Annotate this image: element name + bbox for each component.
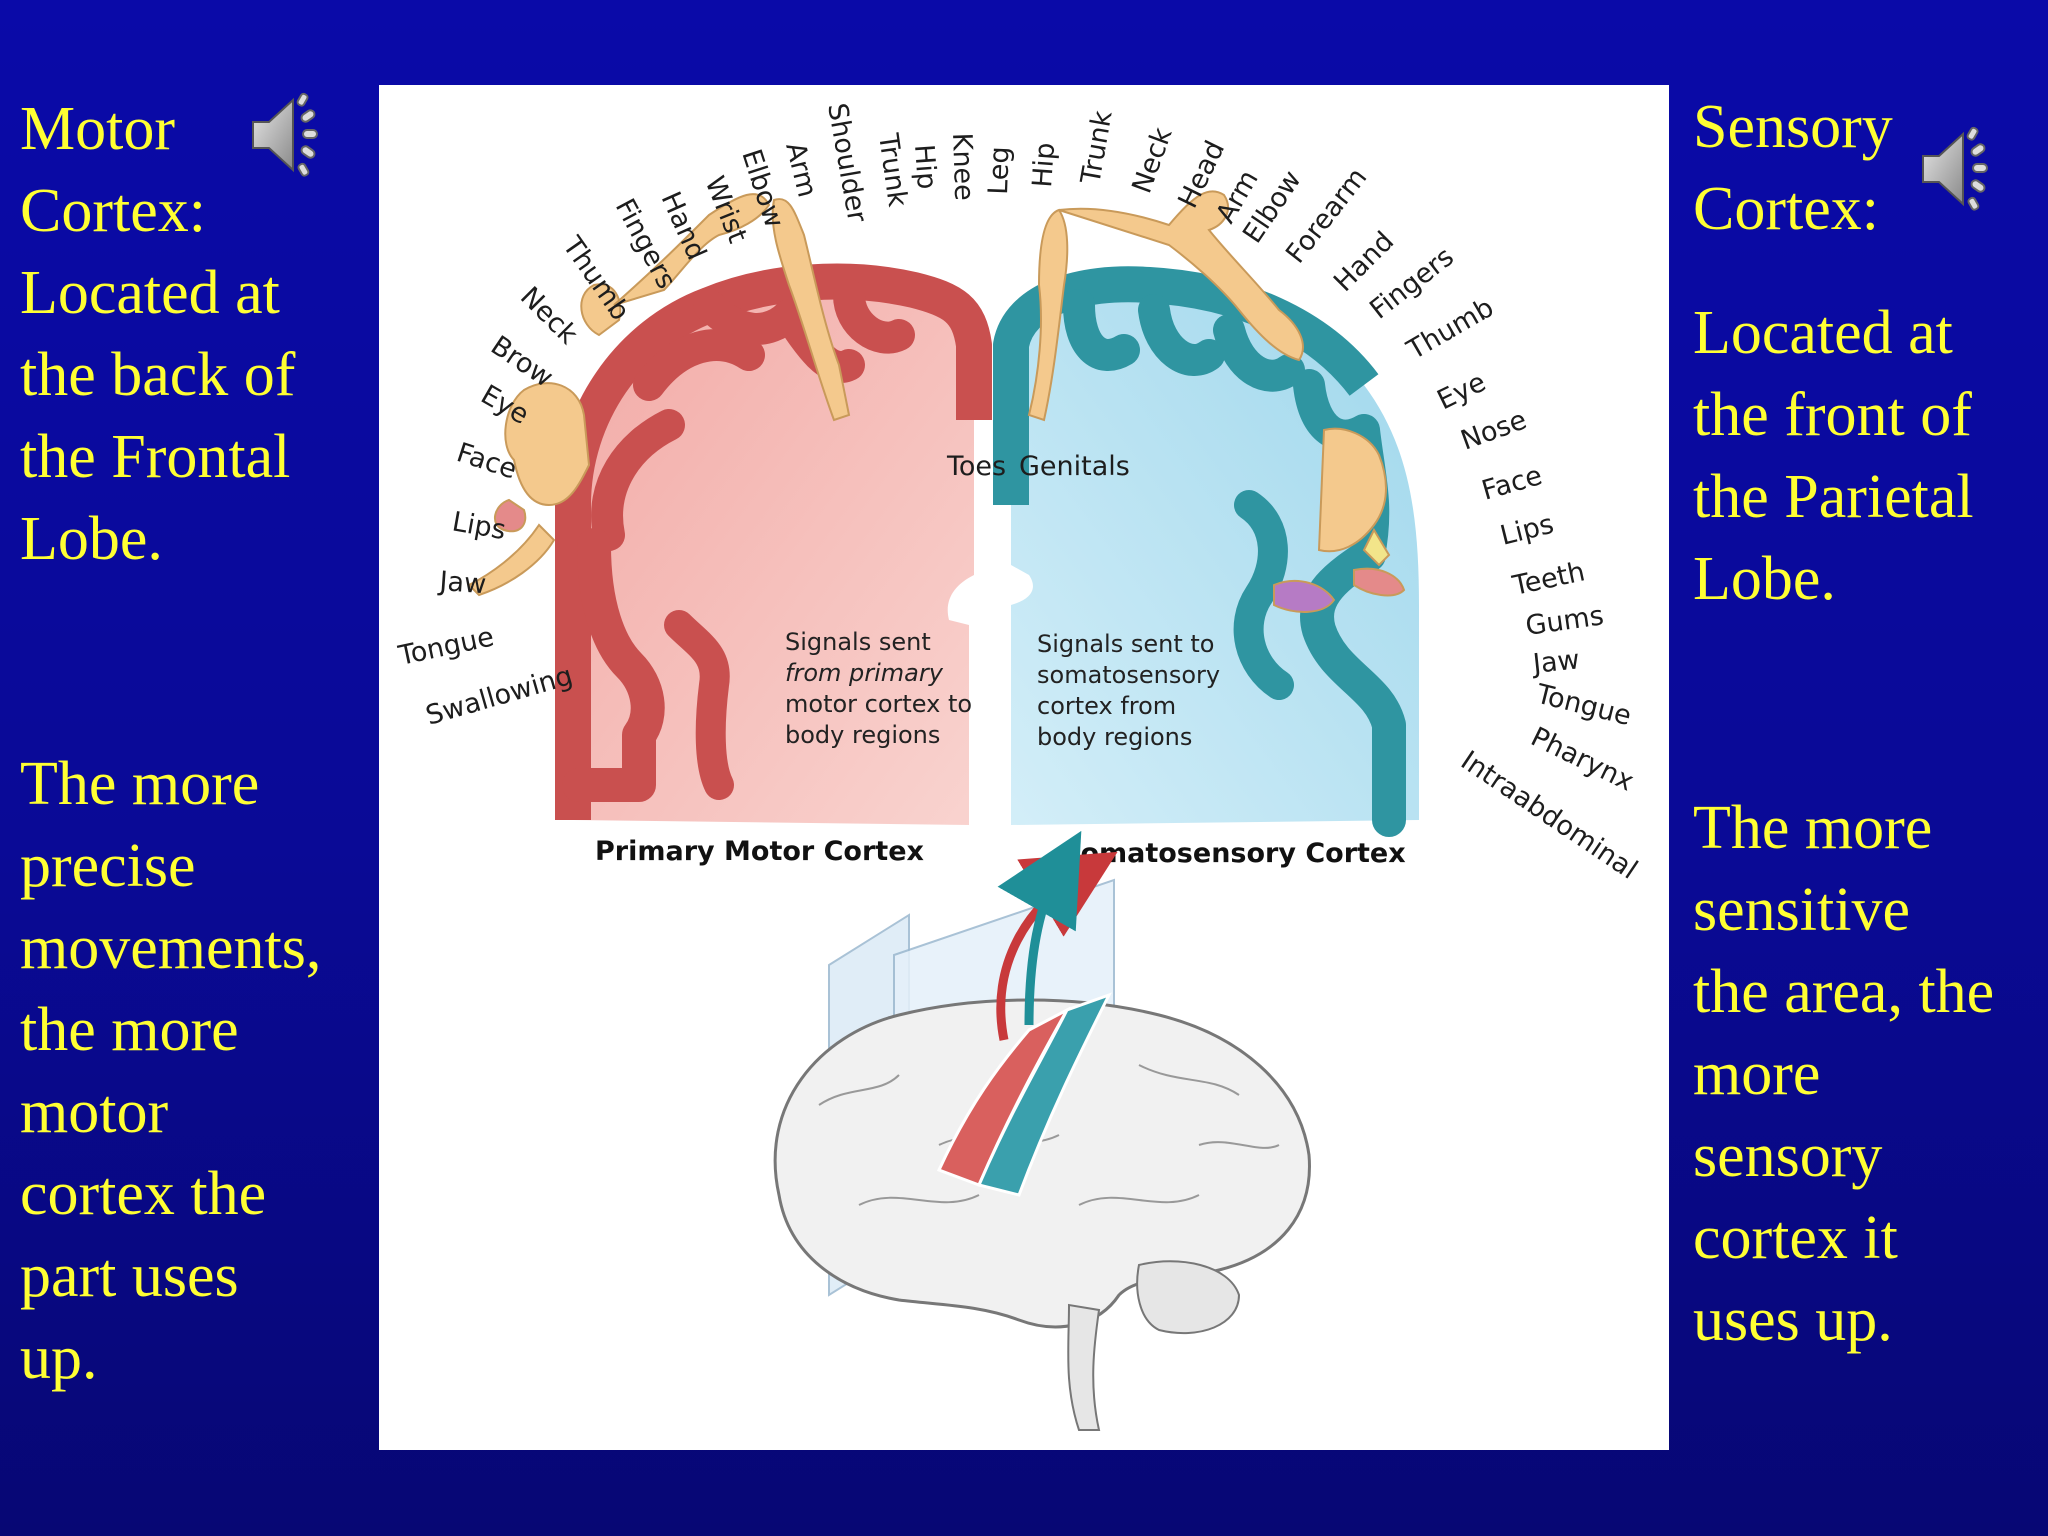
motor-note: The more precise movements, the more mot… [20,743,321,1399]
sensory-location: Located at the front of the Parietal Lob… [1693,292,1974,620]
sensory-note-line: the area, the [1693,958,1995,1026]
sensory-caption: Signals sent to somatosensory cortex fro… [1037,630,1220,751]
motor-caption-line: motor cortex to [785,690,972,718]
sensory-label: Leg [983,146,1016,195]
sensory-label: Jaw [1530,644,1582,680]
sensory-caption-line: Signals sent to [1037,630,1214,658]
sensory-caption-line: cortex from [1037,692,1176,720]
motor-note-line: the more [20,996,239,1064]
sensory-label: Genitals [1019,451,1130,482]
motor-label: Swallowing [422,660,576,731]
motor-heading-line: Located at [20,259,280,327]
motor-caption: Signals sent from primary motor cortex t… [785,628,972,749]
sensory-caption-line: body regions [1037,723,1192,751]
motor-heading-line: Motor [20,95,175,163]
sensory-label: Eye [1432,367,1490,417]
motor-note-line: The more [20,750,260,818]
motor-label: Tongue [395,621,497,672]
sensory-label: Hip [1027,141,1061,188]
motor-note-line: cortex the [20,1160,267,1228]
sensory-note-line: sensory [1693,1122,1883,1190]
sensory-label: Face [1478,460,1545,507]
motor-homunculus [467,193,851,597]
motor-heading-line: the Frontal [20,423,291,491]
sensory-label: Pharynx [1526,721,1639,797]
sensory-caption-line: somatosensory [1037,661,1220,689]
sensory-note-line: sensitive [1693,876,1910,944]
motor-heading-line: Lobe. [20,505,163,573]
sensory-label: Gums [1524,600,1606,642]
sensory-cortex-title: Somatosensory Cortex [1061,838,1406,869]
motor-label: Jaw [437,566,488,600]
sensory-location-line: the Parietal [1693,463,1974,531]
sensory-heading-line: Cortex: [1693,175,1879,243]
motor-note-line: precise [20,832,196,900]
motor-heading-line: Cortex: [20,177,206,245]
motor-note-line: part uses [20,1242,239,1310]
sensory-note-line: The more [1693,794,1933,862]
sensory-heading-line: Sensory [1693,93,1893,161]
motor-caption-line: from primary [785,659,944,687]
motor-note-line: up. [20,1324,98,1392]
sensory-label: Neck [1126,123,1178,197]
motor-label: Knee [946,132,979,201]
sensory-heading: Sensory Cortex: [1693,86,1893,250]
motor-label: Arm [779,139,822,200]
brain-illustration [773,830,1311,1431]
sensory-label: Tongue [1532,678,1634,732]
sensory-label: Thumb [1401,292,1499,366]
sensory-cortex-section [993,266,1419,837]
sensory-homunculus [1027,190,1406,613]
homunculus-figure: Swallowing Tongue Jaw Lips Face Eye Brow… [379,85,1669,1450]
sensory-location-line: the front of [1693,381,1972,449]
motor-label: Neck [514,281,584,351]
motor-label: Toes [946,451,1006,482]
motor-label: Shoulder [821,101,873,226]
sensory-location-line: Located at [1693,299,1953,367]
sensory-location-line: Lobe. [1693,545,1836,613]
sensory-note-line: cortex it [1693,1204,1898,1272]
motor-note-line: motor [20,1078,169,1146]
homunculus-diagram: Swallowing Tongue Jaw Lips Face Eye Brow… [395,101,1643,1431]
sensory-label: Nose [1457,404,1531,456]
motor-heading-line: the back of [20,341,296,409]
sensory-note-line: uses up. [1693,1286,1893,1354]
motor-note-line: movements, [20,914,322,982]
sensory-label: Trunk [1075,108,1119,187]
motor-caption-line: body regions [785,721,940,749]
sensory-label: Lips [1497,509,1557,552]
motor-label: Hip [908,143,942,190]
motor-cortex-title: Primary Motor Cortex [595,836,924,867]
sensory-note: The more sensitive the area, the more se… [1693,787,1994,1361]
sensory-label: Teeth [1509,556,1588,602]
motor-label: Trunk [872,131,913,209]
speaker-icon[interactable] [245,90,335,180]
speaker-icon[interactable] [1915,124,2005,214]
motor-caption-line: Signals sent [785,628,931,656]
sensory-note-line: more [1693,1040,1821,1108]
motor-heading: Motor Cortex: Located at the back of the… [20,88,295,580]
motor-cortex-section [555,263,992,825]
